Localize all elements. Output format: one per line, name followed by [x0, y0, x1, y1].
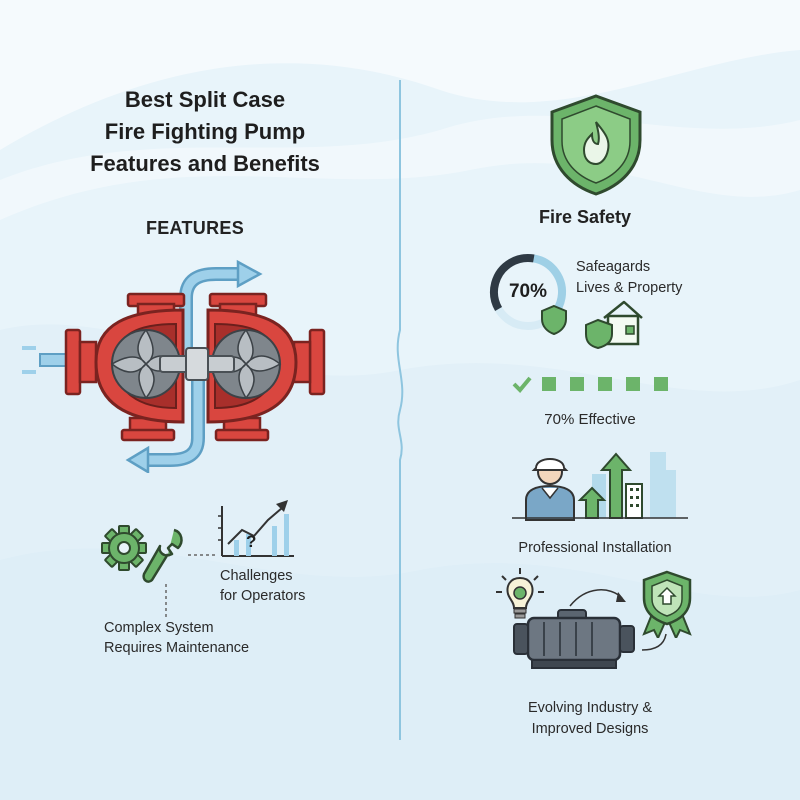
badge-connector-line	[641, 633, 667, 651]
evolving-line-1: Evolving Industry &	[527, 700, 653, 716]
percent-gauge	[490, 254, 566, 330]
title-line-1: Best Split Case	[124, 87, 286, 112]
evolving-label: Evolving Industry & Improved Designs	[480, 698, 700, 740]
gauge-percent-text: 70%	[508, 281, 548, 302]
progress-square	[542, 377, 556, 391]
city-growth-icon	[577, 452, 676, 519]
installation-label: Professional Installation	[518, 540, 672, 556]
split-case-pump-icon	[22, 259, 326, 473]
challenges-label: Challenges for Operators	[220, 566, 305, 606]
safeguard-label: Safeagards Lives & Property	[576, 257, 682, 299]
title-line-2: Fire Fighting Pump	[104, 119, 306, 144]
worker-icon	[525, 458, 575, 521]
maintenance-line-1: Complex System	[104, 620, 214, 636]
progress-square	[626, 377, 640, 391]
progress-square	[570, 377, 584, 391]
challenges-line-1: Challenges	[220, 568, 293, 584]
award-badge-icon	[642, 570, 692, 638]
curved-arrow-icon	[569, 589, 626, 607]
title-line-3: Features and Benefits	[90, 151, 320, 176]
chart-question-mark: ?	[246, 532, 257, 551]
lightbulb-gear-icon	[496, 568, 544, 619]
checkmark-icon	[512, 376, 532, 393]
progress-square	[654, 377, 668, 391]
progress-square	[598, 377, 612, 391]
growth-chart-icon	[218, 500, 294, 557]
pump-motor-icon	[513, 609, 635, 669]
fire-safety-label: Fire Safety	[538, 207, 632, 227]
evolving-line-2: Improved Designs	[531, 721, 649, 737]
effective-label: 70% Effective	[544, 411, 636, 428]
house-shield-icon	[585, 300, 643, 350]
challenges-line-2: for Operators	[220, 588, 306, 604]
features-heading: FEATURES	[145, 218, 245, 238]
worker-city-illustration	[512, 452, 688, 521]
shield-fire-icon	[550, 94, 642, 196]
shield-icon	[541, 304, 567, 336]
gear-icon	[101, 525, 147, 571]
safeguard-line-1: Safeagards	[576, 259, 651, 275]
maintenance-line-2: Requires Maintenance	[104, 640, 250, 656]
progress-indicator	[512, 376, 668, 393]
page-title: Best Split Case Fire Fighting Pump Featu…	[60, 84, 350, 180]
safeguard-line-2: Lives & Property	[576, 280, 683, 296]
maintenance-label: Complex System Requires Maintenance	[104, 618, 249, 658]
connector-lines	[165, 554, 218, 618]
wrench-icon	[142, 528, 183, 583]
center-divider	[396, 80, 404, 740]
